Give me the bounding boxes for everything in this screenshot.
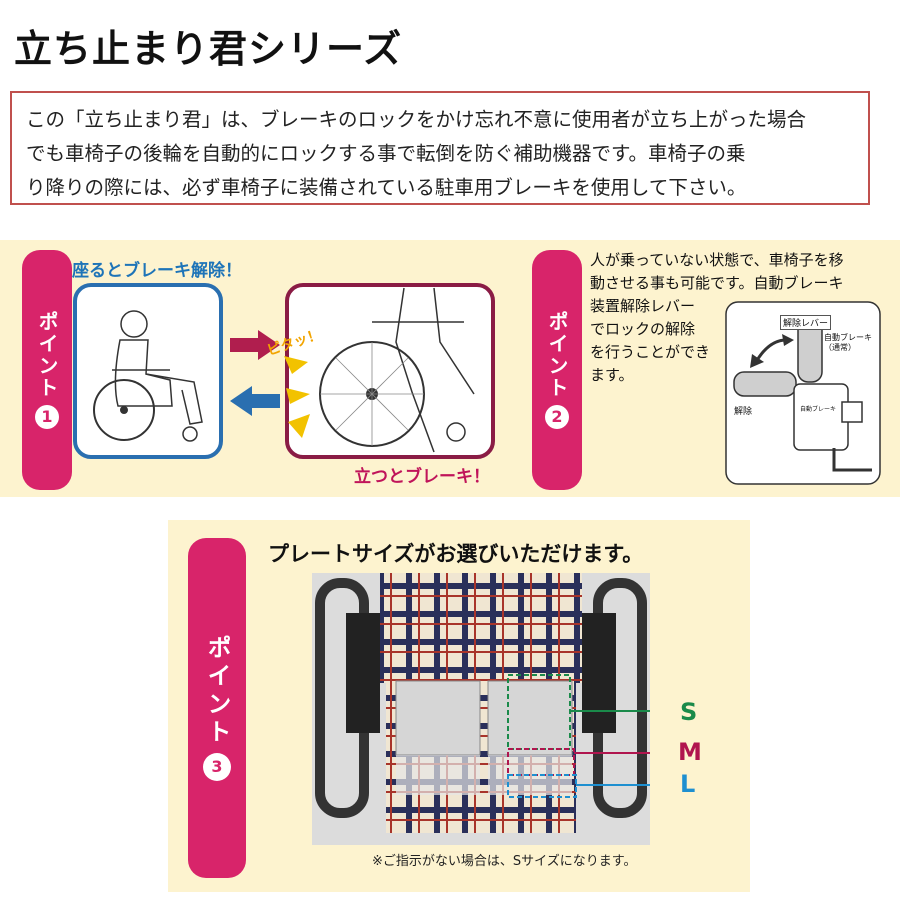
small-brake-label: 自動ブレーキ xyxy=(800,406,837,413)
point2-text-line: 動させる事も可能です。自動ブレーキ xyxy=(590,274,844,292)
size-label-m: M xyxy=(678,738,702,766)
impact-marks-icon xyxy=(284,356,310,438)
point3-badge: ポイント 3 xyxy=(188,538,246,878)
auto-brake-label: 自動ブレーキ xyxy=(824,333,872,342)
notice-line: この「立ち止まり君」は、ブレーキのロックをかけ忘れ不意に使用者が立ち上がった場合 xyxy=(26,108,807,131)
lever-label: 解除レバー xyxy=(780,315,832,330)
wheelchair-seat-photo xyxy=(312,573,650,845)
auto-brake-sub-label: （通常） xyxy=(824,343,856,352)
point2-text-line: を行うことができ xyxy=(590,343,711,361)
notice-box: この「立ち止まり君」は、ブレーキのロックをかけ忘れ不意に使用者が立ち上がった場合… xyxy=(10,91,870,205)
standing-wheelchair-illustration xyxy=(285,283,495,459)
arrow-right-icon xyxy=(230,330,280,360)
point2-number: 2 xyxy=(545,405,569,429)
point1-number: 1 xyxy=(35,405,59,429)
size-note: ※ご指示がない場合は、Sサイズになります。 xyxy=(372,854,637,869)
point2-text-line: 装置解除レバー xyxy=(590,297,696,315)
point2-label: ポイント xyxy=(545,311,569,399)
notice-line: り降りの際には、必ず車椅子に装備されている駐車用ブレーキを使用して下さい。 xyxy=(26,176,747,199)
sit-caption: 座るとブレーキ解除！ xyxy=(72,261,242,281)
size-label-l: L xyxy=(680,770,696,798)
page-title: 立ち止まり君シリーズ xyxy=(14,27,403,71)
point2-text-line: ます。 xyxy=(590,366,634,384)
point2-text-line: でロックの解除 xyxy=(590,320,696,338)
point2-text-line: 人が乗っていない状態で、車椅子を移 xyxy=(590,251,844,269)
release-lever-diagram xyxy=(725,301,881,485)
point1-badge: ポイント 1 xyxy=(22,250,72,490)
point2-badge: ポイント 2 xyxy=(532,250,582,490)
point3-number: 3 xyxy=(203,753,231,781)
stand-caption: 立つとブレーキ！ xyxy=(354,467,490,487)
point3-label: ポイント xyxy=(203,635,231,747)
arrow-left-icon xyxy=(230,386,280,416)
notice-line: でも車椅子の後輪を自動的にロックする事で転倒を防ぐ補助機器です。車椅子の乗 xyxy=(26,142,746,165)
point1-label: ポイント xyxy=(35,311,59,399)
point3-title: プレートサイズがお選びいただけます。 xyxy=(268,542,644,566)
size-label-s: S xyxy=(680,698,698,726)
release-label: 解除 xyxy=(734,407,753,417)
sitting-wheelchair-illustration xyxy=(73,283,223,459)
